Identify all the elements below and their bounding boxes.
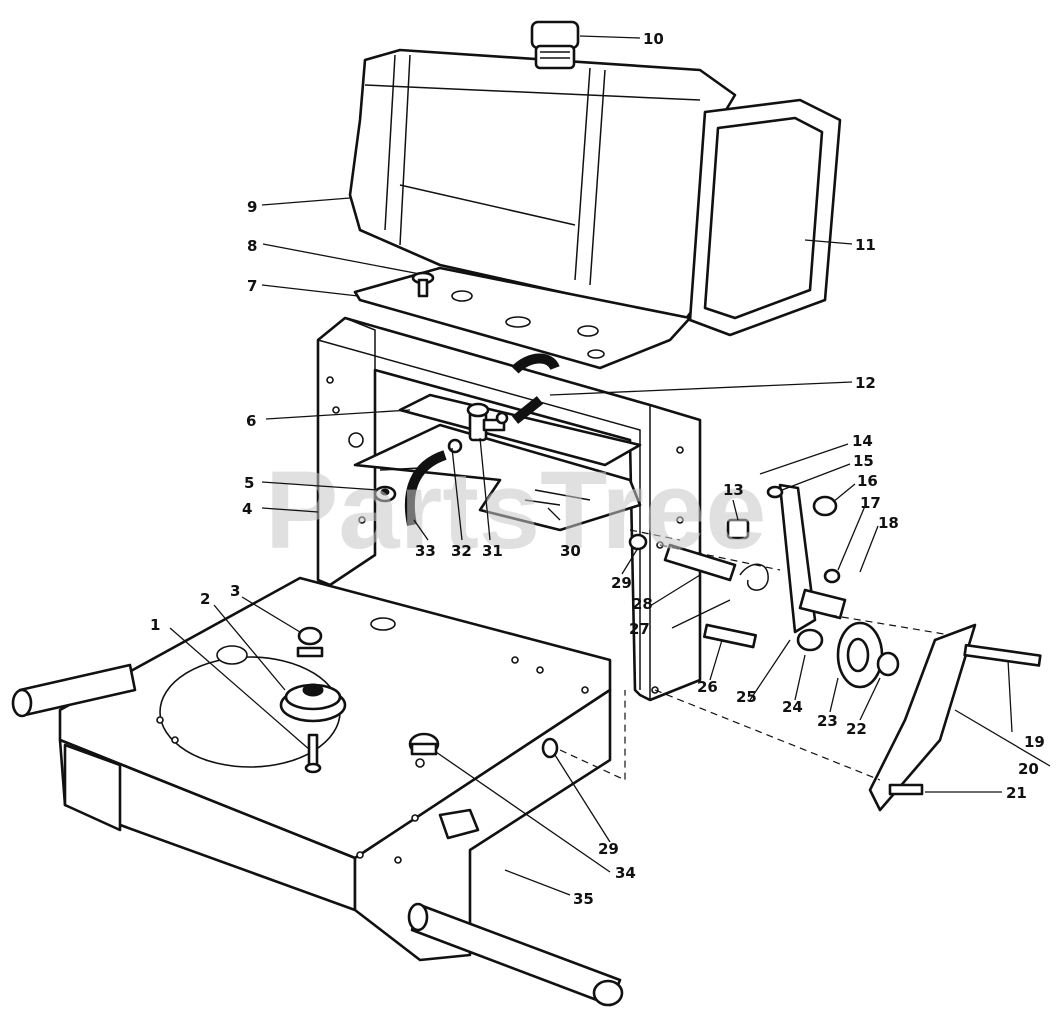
- belt-guard-20: [868, 623, 977, 812]
- callout-22: 22: [846, 720, 867, 738]
- callout-26: 26: [697, 678, 718, 696]
- callout-5: 5: [244, 474, 254, 492]
- fuel-hose: [404, 353, 560, 526]
- nut-22: [876, 651, 900, 677]
- plate-6: [398, 393, 642, 467]
- bushing-34: [408, 732, 440, 756]
- callout-25: 25: [736, 688, 757, 706]
- axle-35: [407, 902, 624, 1007]
- spacer-25: [798, 588, 847, 620]
- callout-19: 19: [1024, 733, 1045, 751]
- callout-12: 12: [855, 374, 876, 392]
- washer-17: [823, 568, 841, 584]
- callout-4: 4: [242, 500, 252, 518]
- callout-29: 29: [611, 574, 632, 592]
- callout-11: 11: [855, 236, 876, 254]
- pulley-2: [279, 683, 347, 723]
- tank-strap: [688, 98, 842, 337]
- spring-27: [739, 563, 769, 591]
- callout-6: 6: [246, 412, 256, 430]
- callout-21: 21: [1006, 784, 1027, 802]
- callout-18: 18: [878, 514, 899, 532]
- callout-16: 16: [857, 472, 878, 490]
- callout-9: 9: [247, 198, 257, 216]
- callout-3: 3: [230, 582, 240, 600]
- upper-housing: [316, 316, 702, 702]
- watermark: PartsTree: [265, 449, 766, 572]
- bolt-8: [411, 271, 435, 298]
- callout-7: 7: [247, 277, 257, 295]
- callout-29-lower: 29: [598, 840, 619, 858]
- bolt-1: [304, 733, 322, 774]
- callout-33: 33: [415, 542, 436, 560]
- callout-20: 20: [1018, 760, 1039, 778]
- callout-2: 2: [200, 590, 210, 608]
- washer-15: [766, 485, 784, 499]
- side-bushing: [438, 808, 480, 840]
- idler-pulley: [836, 621, 884, 689]
- callout-27: 27: [629, 620, 650, 638]
- callout-15: 15: [853, 452, 874, 470]
- callout-leaders: [169, 35, 1051, 896]
- callout-23: 23: [817, 712, 838, 730]
- callout-labels: 1 2 3 4 5 6 7 8 9 10 11 12 13 14 15 16 1…: [150, 30, 1045, 908]
- spacer-28: [663, 543, 737, 582]
- nut-29-lower: [541, 737, 559, 759]
- nut-5: [373, 485, 397, 503]
- callout-8: 8: [247, 237, 257, 255]
- bolt-19: [963, 643, 1042, 667]
- callout-35: 35: [573, 890, 594, 908]
- assembly-lines: [559, 529, 951, 781]
- bolt-26: [702, 623, 758, 649]
- callout-17: 17: [860, 494, 881, 512]
- callout-14: 14: [852, 432, 873, 450]
- callout-28: 28: [632, 595, 653, 613]
- fuel-cap: [530, 20, 580, 70]
- bolt-21: [888, 783, 924, 796]
- callout-34: 34: [615, 864, 636, 882]
- bushing-24: [796, 628, 824, 652]
- callout-24: 24: [782, 698, 803, 716]
- callout-13: 13: [723, 481, 744, 499]
- callout-31: 31: [482, 542, 503, 560]
- callout-1: 1: [150, 616, 160, 634]
- callout-10: 10: [643, 30, 664, 48]
- knob-16: [812, 495, 838, 517]
- nut-3: [296, 626, 324, 658]
- callout-32: 32: [451, 542, 472, 560]
- tank-bracket: [353, 266, 692, 370]
- callout-30: 30: [560, 542, 581, 560]
